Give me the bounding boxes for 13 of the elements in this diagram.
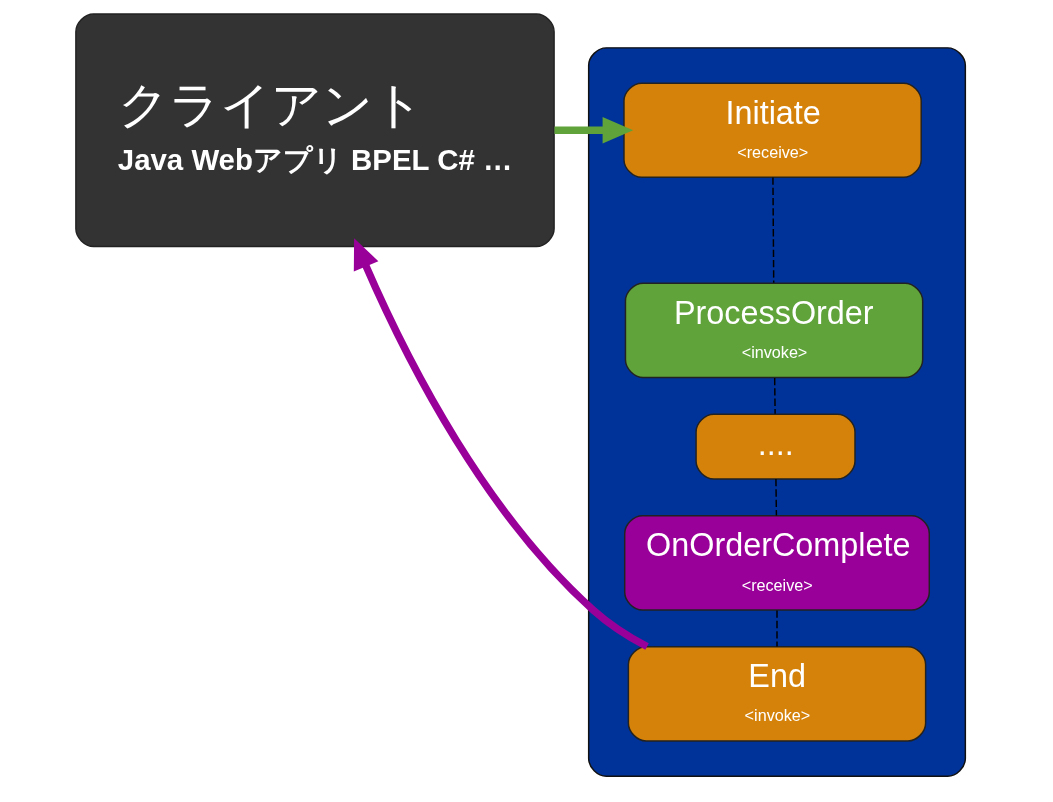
- connector: [775, 478, 778, 517]
- connector: [776, 609, 778, 648]
- node-box: End <invoke>: [627, 646, 927, 742]
- node-box: クライアント Java Webアプリ BPEL C# …: [75, 13, 555, 248]
- arrow: [554, 116, 634, 144]
- node-box: OnOrderComplete <receive>: [624, 515, 931, 611]
- connector: [772, 176, 775, 284]
- arrow: [353, 238, 649, 650]
- node-box: ....: [695, 413, 856, 480]
- node-box: Initiate <receive>: [623, 82, 922, 179]
- node-box: ProcessOrder <invoke>: [624, 282, 924, 379]
- cluster: [587, 47, 967, 777]
- connector: [773, 377, 776, 415]
